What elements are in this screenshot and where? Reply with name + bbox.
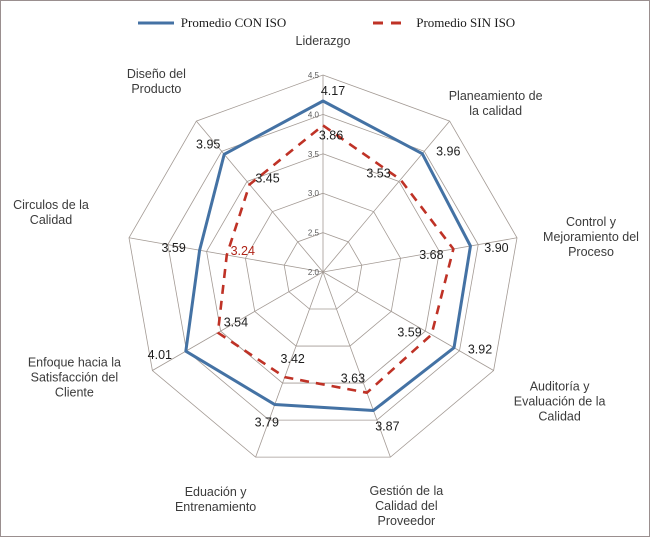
axis-spoke: [152, 271, 324, 371]
data-value-label-con-iso: 3.90: [484, 241, 508, 255]
legend-swatch-dashed-line: [373, 21, 410, 25]
series-line-con-iso: [184, 99, 472, 412]
radial-tick-label: 4.5: [308, 71, 320, 80]
data-value-label-sin-iso: 3.42: [281, 352, 305, 366]
radar-tick-labels: 2.0 2.5 3.0 3.5 4.0 4.5: [308, 71, 320, 277]
legend-swatch-solid-line: [137, 21, 174, 25]
grid-ring: [167, 113, 479, 421]
radial-tick-label: 2.5: [308, 229, 320, 238]
data-value-label-sin-iso: 3.63: [341, 372, 365, 386]
data-value-label-con-iso: 3.95: [196, 137, 220, 151]
grid-ring: [128, 74, 518, 458]
data-value-label-con-iso: 3.96: [436, 145, 460, 159]
data-value-label-con-iso: 3.92: [468, 343, 492, 357]
chart-legend: Promedio CON ISO Promedio SIN ISO: [1, 15, 650, 31]
data-value-label-sin-iso: 3.54: [224, 316, 248, 330]
data-value-label-sin-iso: 3.24: [231, 244, 255, 258]
data-value-label-sin-iso: 3.59: [397, 326, 421, 340]
data-value-label-con-iso: 3.59: [161, 241, 185, 255]
grid-ring: [283, 232, 363, 310]
data-value-label-sin-iso: 3.86: [319, 128, 343, 142]
radar-grid: [128, 74, 518, 458]
legend-label-sin-iso: Promedio SIN ISO: [416, 15, 516, 30]
grid-ring: [244, 192, 402, 347]
radial-tick-label: 3.0: [308, 189, 320, 198]
legend-label-con-iso: Promedio CON ISO: [180, 15, 287, 30]
radial-tick-label: 4.0: [308, 110, 320, 119]
axis-spoke: [322, 237, 518, 273]
axis-spoke: [322, 271, 391, 458]
series-line-sin-iso: [216, 124, 455, 394]
axis-spoke: [255, 271, 324, 458]
radar-series: [184, 99, 472, 412]
data-value-label-sin-iso: 3.45: [255, 171, 279, 185]
axis-spoke: [322, 120, 450, 273]
axis-spoke: [196, 120, 324, 273]
data-value-label-con-iso: 3.87: [375, 419, 399, 433]
data-value-label-sin-iso: 3.53: [366, 167, 390, 181]
radar-value-labels: 4.17 3.96 3.90 3.92 3.87 3.79 4.01 3.59 3.95 3.86…: [148, 84, 509, 433]
data-value-label-con-iso: 4.01: [148, 348, 172, 362]
data-value-label-sin-iso: 3.68: [419, 248, 443, 262]
axis-spoke: [322, 271, 494, 371]
radial-tick-label: 2.0: [308, 268, 320, 277]
data-value-label-con-iso: 3.79: [255, 416, 279, 430]
data-value-label-con-iso: 4.17: [321, 84, 345, 98]
radial-tick-label: 3.5: [308, 150, 320, 159]
axis-category-label: Liderazgo: [296, 34, 351, 48]
legend-entry-con-iso: Promedio CON ISO: [137, 15, 286, 31]
legend-entry-sin-iso: Promedio SIN ISO: [372, 15, 515, 31]
